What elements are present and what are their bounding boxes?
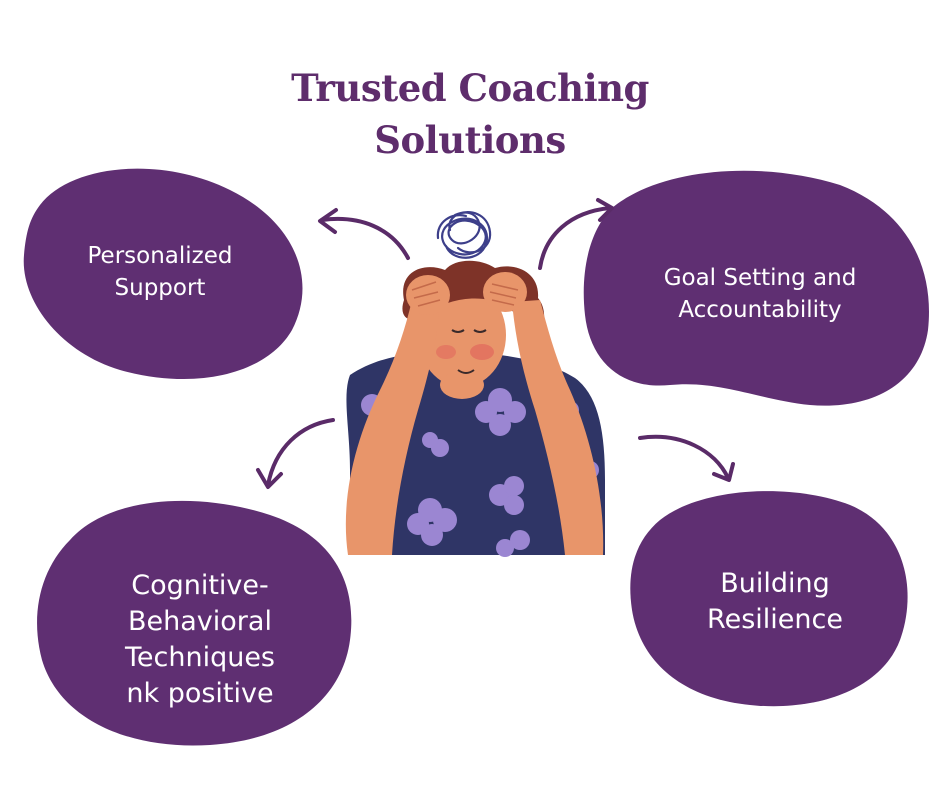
stressed-person-illustration	[345, 260, 605, 557]
blob-label-line: Resilience	[707, 604, 843, 635]
blob-top-right	[583, 170, 929, 406]
title-line-2: Solutions	[374, 118, 566, 162]
blob-label-cognitive-behavioral: Cognitive- Behavioral Techniques nk posi…	[60, 568, 340, 712]
blob-label-line: Building	[720, 568, 830, 599]
blob-top-left	[23, 168, 303, 380]
page-title: Trusted Coaching Solutions	[0, 62, 940, 166]
curved-arrow-icon	[256, 418, 335, 489]
blob-label-building-resilience: Building Resilience	[660, 566, 890, 638]
blob-label-line: Accountability	[678, 297, 842, 323]
blob-bottom-right	[630, 491, 908, 707]
tangled-scribble-icon	[436, 211, 492, 259]
blob-label-goal-setting: Goal Setting and Accountability	[620, 262, 900, 326]
right-arm	[512, 300, 604, 555]
curved-arrow-icon	[638, 434, 735, 482]
blob-label-line: Behavioral	[128, 606, 272, 637]
left-arm	[345, 300, 440, 555]
blob-label-line: nk positive	[126, 678, 274, 709]
blob-label-line: Cognitive-	[131, 570, 269, 601]
neck	[440, 371, 484, 399]
blob-label-line: Techniques	[124, 642, 276, 673]
curved-arrow-icon	[318, 208, 410, 260]
blob-label-line: Goal Setting and	[663, 265, 857, 291]
blob-label-line: Support	[114, 275, 206, 301]
blob-label-line: Personalized	[87, 243, 233, 269]
curved-arrow-icon	[538, 198, 614, 270]
blob-bottom-left	[37, 500, 352, 746]
title-line-1: Trusted Coaching	[291, 66, 649, 110]
right-hand	[483, 272, 527, 312]
blob-label-personalized-support: Personalized Support	[40, 240, 280, 304]
